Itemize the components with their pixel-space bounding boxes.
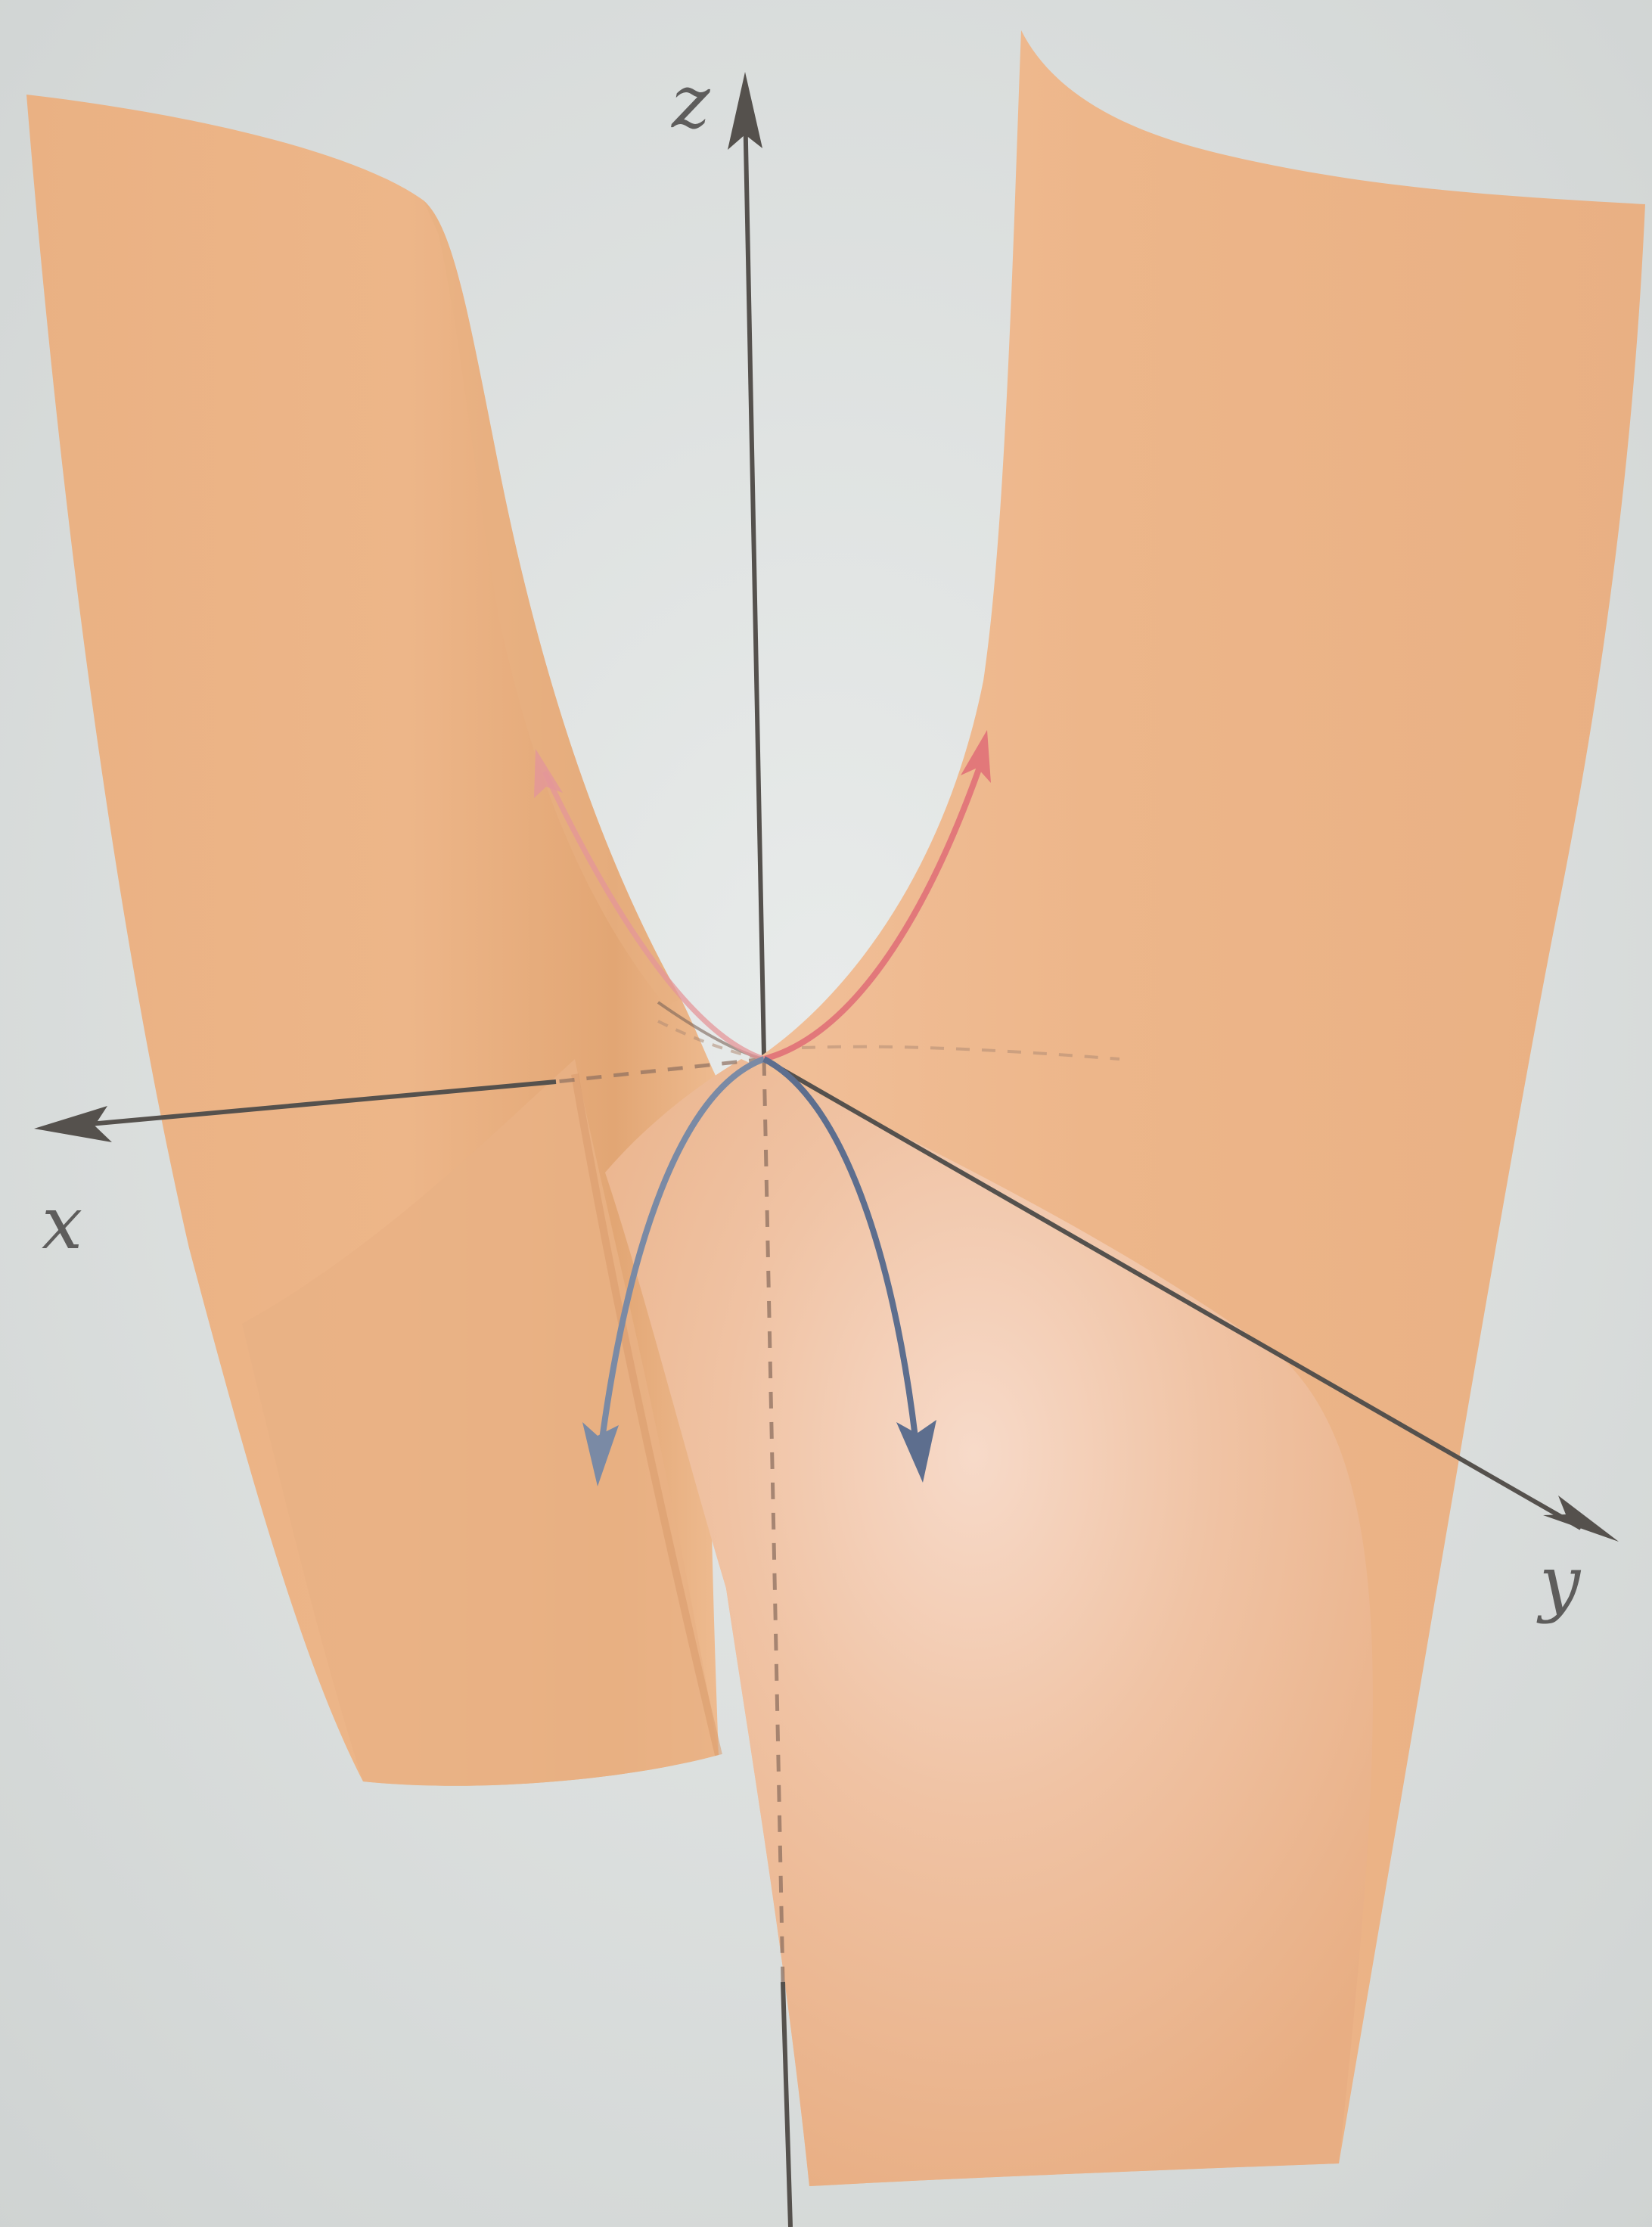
z-axis-label: z [671, 60, 711, 144]
y-axis-label: y [1536, 1540, 1582, 1625]
x-axis-label: x [42, 1181, 82, 1266]
